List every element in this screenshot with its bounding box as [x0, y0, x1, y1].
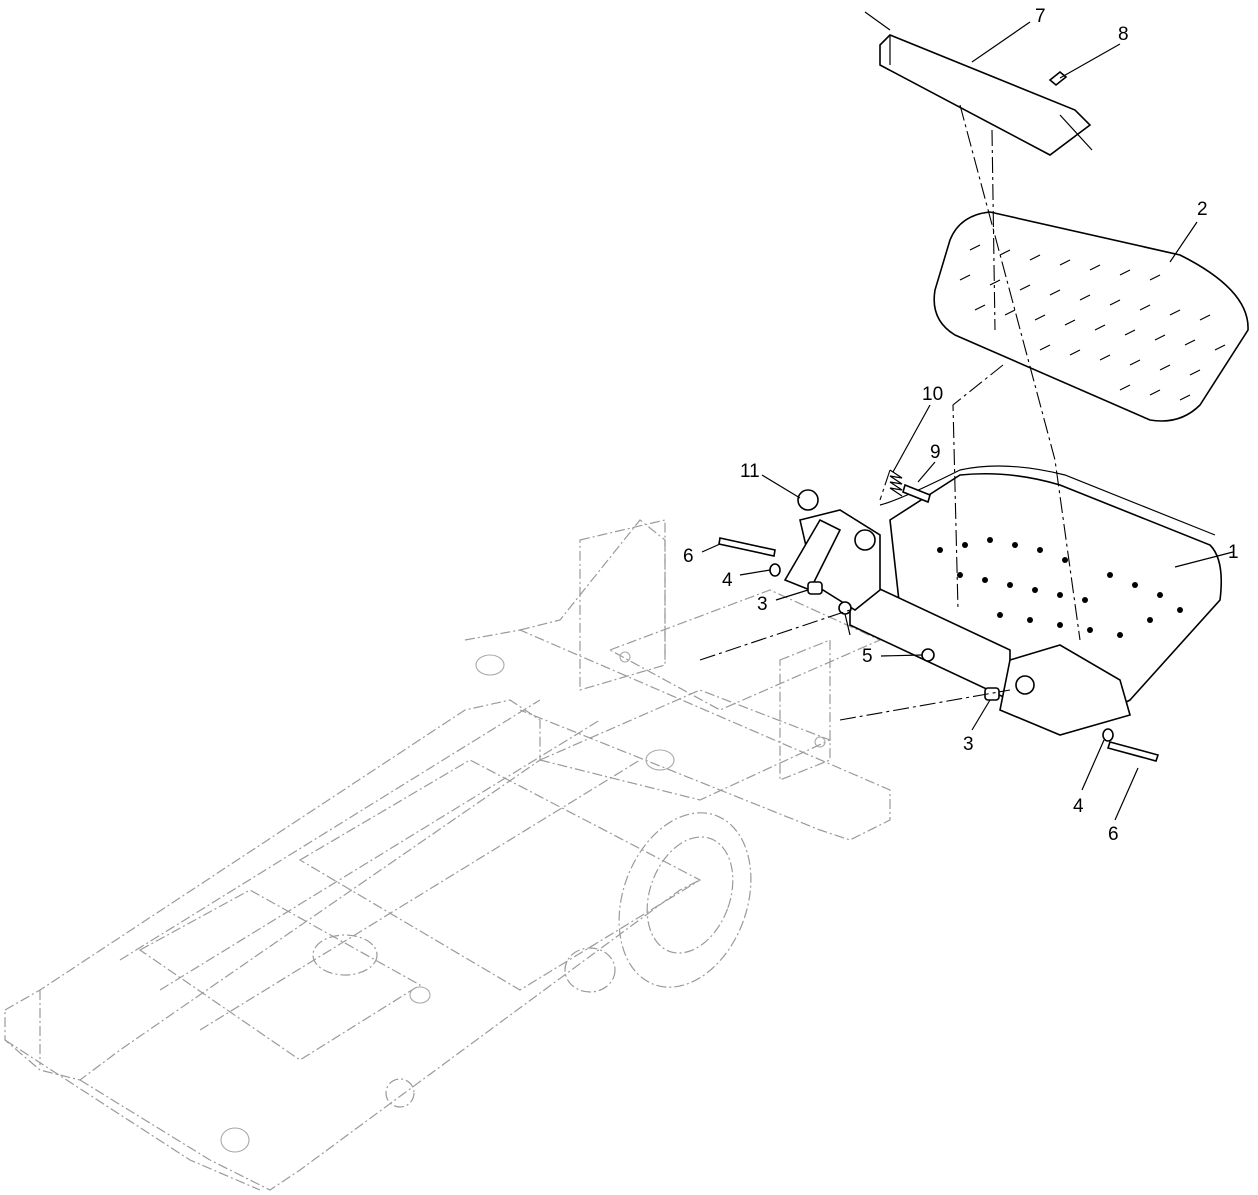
callout-4b: 4 [1073, 796, 1084, 817]
callout-3a: 3 [757, 594, 768, 615]
callout-7: 7 [1035, 6, 1046, 27]
callout-2: 2 [1197, 199, 1208, 220]
mower-frame-phantom [4, 519, 891, 1191]
platform-frame-part [783, 465, 1223, 736]
callout-6a: 6 [683, 546, 694, 567]
callout-8: 8 [1118, 24, 1129, 45]
platform-perforations [937, 537, 1183, 638]
hardware-parts [718, 70, 1160, 762]
shield-part [864, 11, 1093, 156]
tread-plate-part [933, 211, 1249, 422]
leader-lines [701, 21, 1234, 821]
callout-1: 1 [1228, 542, 1239, 563]
callout-5: 5 [862, 646, 873, 667]
callout-6b: 6 [1108, 824, 1119, 845]
callout-11: 11 [740, 461, 760, 482]
callout-4a: 4 [722, 570, 733, 591]
callout-9: 9 [930, 442, 941, 463]
assembly-centerlines [699, 104, 1081, 721]
callout-10: 10 [922, 384, 943, 405]
callout-3b: 3 [963, 734, 974, 755]
callout-labels: 7 8 2 10 9 11 1 6 4 3 5 3 4 6 [683, 6, 1239, 845]
